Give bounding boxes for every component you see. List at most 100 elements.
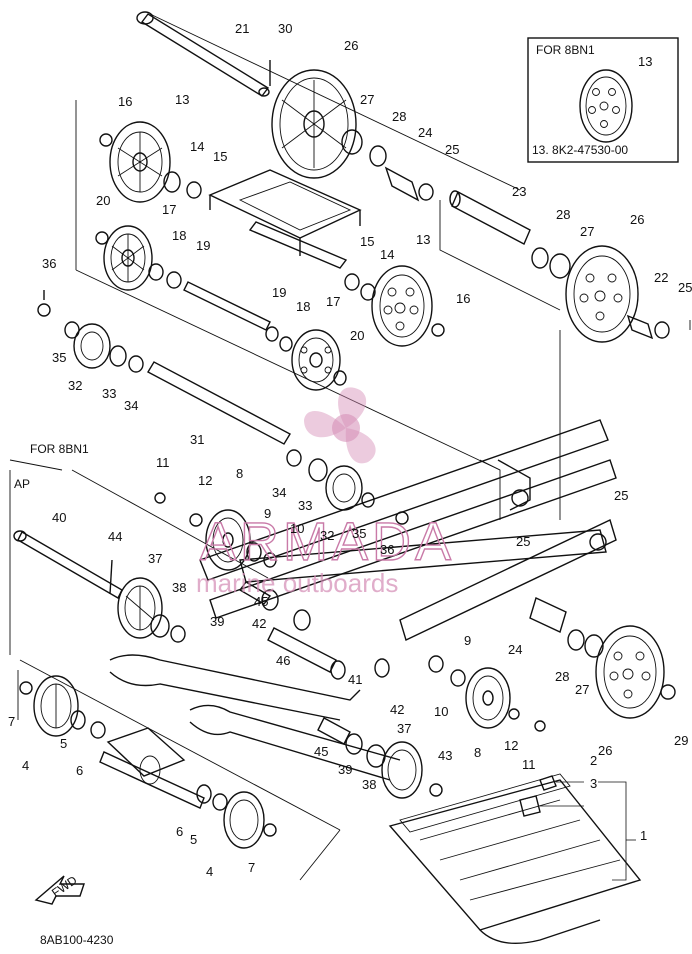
- wheel-17-top: [95, 225, 182, 291]
- part-label: 28: [555, 669, 569, 684]
- part-label: 4: [22, 758, 29, 773]
- part-label: 25: [678, 280, 692, 295]
- part-label: 35: [52, 350, 66, 365]
- part-label: 29: [674, 733, 688, 748]
- part-label: 44: [108, 529, 122, 544]
- part-label: 45: [314, 744, 328, 759]
- part-label: 22: [654, 270, 668, 285]
- part-label: 38: [172, 580, 186, 595]
- lower-slide: [109, 654, 401, 781]
- part-label: 18: [172, 228, 186, 243]
- part-label: 13: [416, 232, 430, 247]
- left-box-sub: AP: [14, 477, 30, 491]
- spacers-45-46: [238, 581, 390, 680]
- part-label: 27: [580, 224, 594, 239]
- inset-part-label: 13: [638, 54, 652, 69]
- part-label: 25: [516, 534, 530, 549]
- part-label: 14: [380, 247, 394, 262]
- part-label: 40: [52, 510, 66, 525]
- part-label: 13: [175, 92, 189, 107]
- wheel-37-lower: [317, 717, 443, 799]
- part-label: 33: [298, 498, 312, 513]
- part-label: 9: [464, 633, 471, 648]
- part-label: 14: [190, 139, 204, 154]
- part-label: 42: [252, 616, 266, 631]
- wheel-8-lower: [428, 655, 546, 732]
- rear-axle-21: [136, 11, 271, 97]
- part-label: 30: [278, 21, 292, 36]
- part-label: 28: [556, 207, 570, 222]
- part-label: 31: [190, 432, 204, 447]
- part-label: 7: [8, 714, 15, 729]
- part-label: 26: [630, 212, 644, 227]
- part-label: 2: [590, 753, 597, 768]
- part-label: 21: [235, 21, 249, 36]
- part-label: 10: [290, 521, 304, 536]
- propeller-icon: [304, 387, 376, 464]
- part-label: 24: [418, 125, 432, 140]
- part-label: 34: [124, 398, 138, 413]
- part-label: 24: [508, 642, 522, 657]
- watermark-tagline: marine outboards: [196, 568, 398, 598]
- front-axle-40: [13, 530, 186, 643]
- part-label: 32: [320, 528, 334, 543]
- part-label: 23: [512, 184, 526, 199]
- part-label: 7: [248, 860, 255, 875]
- part-label: 6: [76, 763, 83, 778]
- part-label: 39: [210, 614, 224, 629]
- part-label: 5: [190, 832, 197, 847]
- part-label: 34: [272, 485, 286, 500]
- part-label: 15: [360, 234, 374, 249]
- slide-rails: [199, 419, 617, 641]
- lower-bracket: [99, 727, 277, 849]
- shaft-23: [449, 190, 571, 279]
- part-label: 8: [236, 466, 243, 481]
- wheel-26-top: [271, 69, 357, 179]
- part-label: 32: [68, 378, 82, 393]
- part-label: 12: [198, 473, 212, 488]
- wheel-26-lower: [529, 597, 676, 719]
- part-label: 16: [118, 94, 132, 109]
- part-label: 27: [575, 682, 589, 697]
- bearings-top: [341, 129, 434, 202]
- wheel-13-left: [99, 121, 202, 203]
- part-label: 8: [474, 745, 481, 760]
- part-label: 39: [338, 762, 352, 777]
- part-label: 20: [350, 328, 364, 343]
- part-label: 18: [296, 299, 310, 314]
- part-label: 38: [362, 777, 376, 792]
- part-label: 11: [156, 455, 170, 470]
- left-box-title: FOR 8BN1: [30, 442, 89, 456]
- part-label: 19: [196, 238, 210, 253]
- part-label: 25: [614, 488, 628, 503]
- part-label: 19: [272, 285, 286, 300]
- watermark-brand: ARMADA: [200, 512, 455, 572]
- track: [388, 773, 642, 945]
- wheel-13-mid: [344, 265, 445, 347]
- part-label: 26: [598, 743, 612, 758]
- inset-partno: 13. 8K2-47530-00: [532, 143, 628, 157]
- center-frame: [208, 169, 362, 269]
- diagram-code: 8AB100-4230: [40, 933, 114, 947]
- part-label: 1: [640, 828, 647, 843]
- part-label: 26: [344, 38, 358, 53]
- part-label: 3: [590, 776, 597, 791]
- wheel-17-mid: [291, 329, 347, 391]
- part-label: 9: [264, 506, 271, 521]
- part-label: 11: [522, 757, 536, 772]
- shaft-19: [183, 281, 293, 352]
- part-label: 5: [60, 736, 67, 751]
- inset-title: FOR 8BN1: [536, 43, 595, 57]
- part-label: 17: [326, 294, 340, 309]
- part-label: 4: [206, 864, 213, 879]
- part-label: 45: [254, 594, 268, 609]
- part-label: 33: [102, 386, 116, 401]
- watermark: ARMADA marine outboards: [196, 387, 455, 598]
- wheel-4-left: [19, 675, 106, 739]
- part-label: 35: [352, 526, 366, 541]
- part-label: 43: [438, 748, 452, 763]
- part-label: 17: [162, 202, 176, 217]
- part-label: 46: [276, 653, 290, 668]
